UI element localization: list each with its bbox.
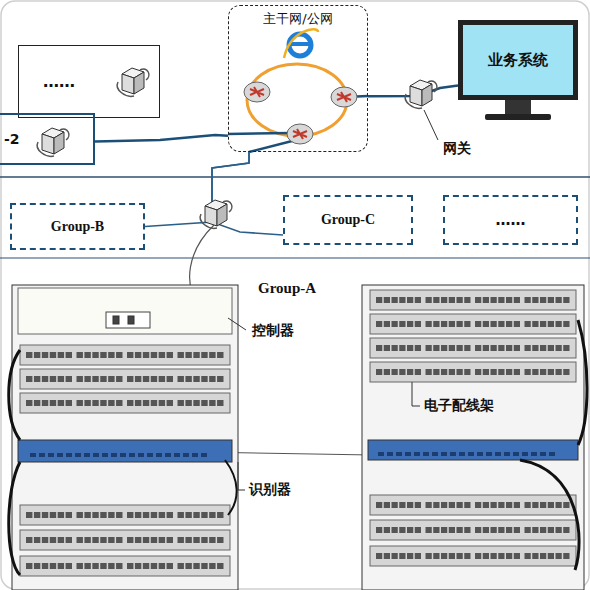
node-text: Group-B [51,219,104,235]
node-text: …… [43,72,75,91]
node-text: 主干网/公网 [263,10,332,28]
node-text: …… [496,211,526,229]
node-text: 业务系统 [488,51,548,70]
node-box: 业务系统 [458,20,578,100]
node-box: …… [18,45,160,118]
callout-label: 网关 [443,140,471,158]
callout-label: 控制器 [252,322,294,340]
node-text: -2 [4,131,20,147]
node-box: …… [443,195,578,245]
node-box: Group-C [283,195,413,245]
callout-label: 识别器 [249,481,291,499]
node-box: -2 [0,113,95,165]
network-link [145,152,249,227]
callout-label: Group-A [258,280,316,297]
network-link [95,135,228,142]
node-text: Group-C [321,212,375,228]
node-box: Group-B [10,203,145,250]
node-box: 主干网/公网 [228,5,368,152]
callout-label: 电子配线架 [424,397,494,415]
